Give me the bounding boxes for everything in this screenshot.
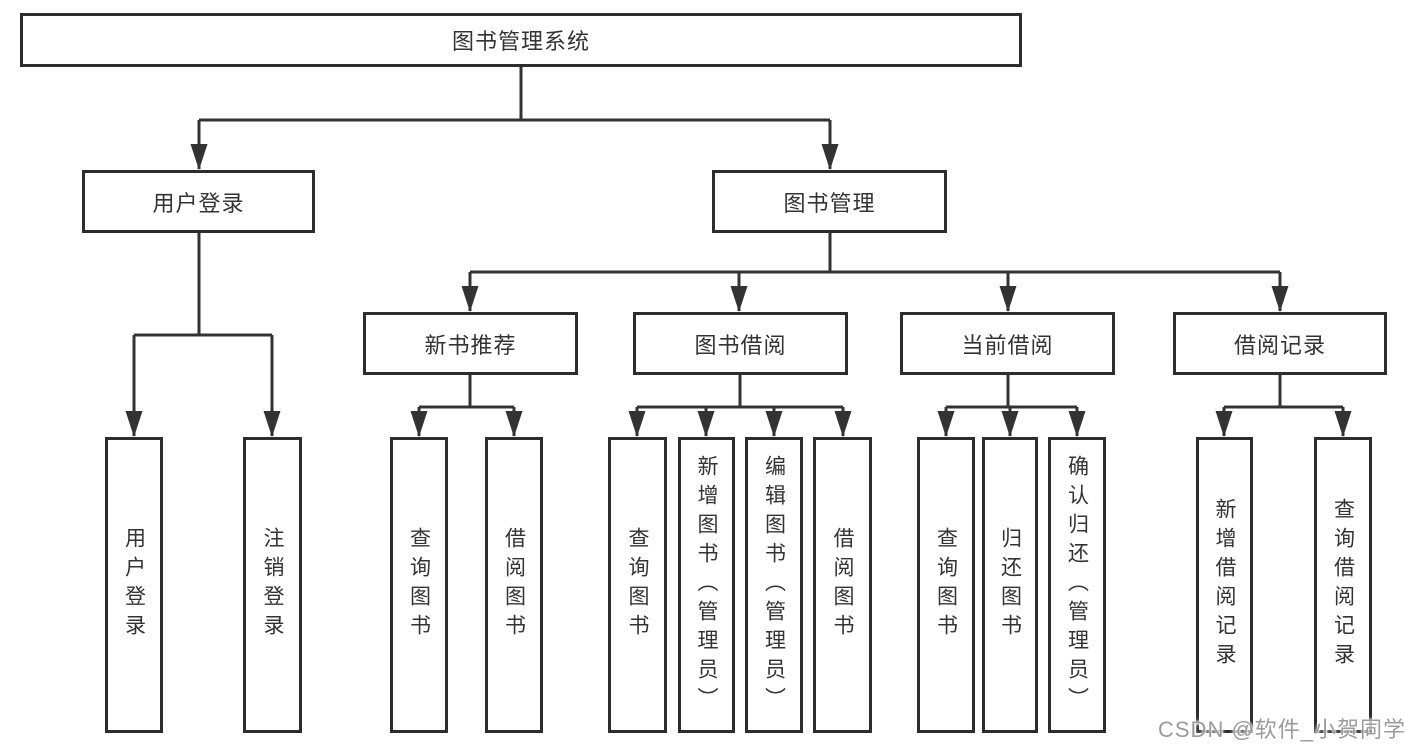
node-book-borrow: 图书借阅 (633, 312, 848, 375)
leaf-label: 查询图书 (626, 527, 649, 643)
node-leaf-add-books-admin: 新增图书（管理员） (678, 437, 735, 733)
node-leaf-query-books-2: 查询图书 (608, 437, 667, 733)
node-leaf-logout: 注销登录 (243, 437, 302, 733)
leaf-label: 编辑图书（管理员） (762, 454, 786, 716)
leaf-label: 查询图书 (934, 527, 958, 643)
node-leaf-confirm-return-admin: 确认归还（管理员） (1048, 437, 1106, 733)
node-leaf-user-login: 用户登录 (105, 437, 163, 733)
leaf-label: 归还图书 (998, 527, 1022, 643)
node-leaf-borrow-books-2: 借阅图书 (813, 437, 872, 733)
node-leaf-return-books: 归还图书 (982, 437, 1038, 733)
leaf-label: 新增借阅记录 (1213, 498, 1236, 672)
node-leaf-edit-books-admin: 编辑图书（管理员） (745, 437, 803, 733)
connectors-new-book-recommend (410, 375, 523, 437)
leaf-label: 借阅图书 (502, 527, 526, 643)
node-root-library-management-system: 图书管理系统 (20, 13, 1022, 67)
leaf-label: 新增图书（管理员） (695, 454, 718, 716)
connectors-book-management (461, 233, 1289, 312)
leaf-label: 确认归还（管理员） (1065, 454, 1089, 716)
node-book-management: 图书管理 (712, 170, 947, 233)
leaf-label: 查询图书 (407, 527, 431, 643)
node-leaf-query-books-1: 查询图书 (390, 437, 448, 733)
csdn-watermark: CSDN @软件_小贺同学 (1158, 717, 1405, 742)
leaf-label: 注销登录 (261, 527, 284, 643)
node-leaf-add-borrow-record: 新增借阅记录 (1196, 437, 1253, 733)
connectors-current-borrow (937, 375, 1086, 437)
node-user-login: 用户登录 (82, 170, 315, 233)
node-leaf-query-books-3: 查询图书 (917, 437, 975, 733)
connectors-user-login (125, 233, 281, 437)
node-leaf-borrow-books-1: 借阅图书 (485, 437, 543, 733)
node-new-book-recommend: 新书推荐 (363, 312, 578, 375)
leaf-label: 用户登录 (122, 527, 146, 643)
leaf-label: 借阅图书 (831, 527, 854, 643)
connectors-root (190, 67, 839, 170)
connectors-book-borrow (628, 375, 852, 437)
node-current-borrow: 当前借阅 (900, 312, 1115, 375)
node-borrow-records: 借阅记录 (1173, 312, 1387, 375)
leaf-label: 查询借阅记录 (1331, 498, 1355, 672)
node-leaf-query-borrow-record: 查询借阅记录 (1314, 437, 1372, 733)
connectors-borrow-records (1215, 375, 1352, 437)
